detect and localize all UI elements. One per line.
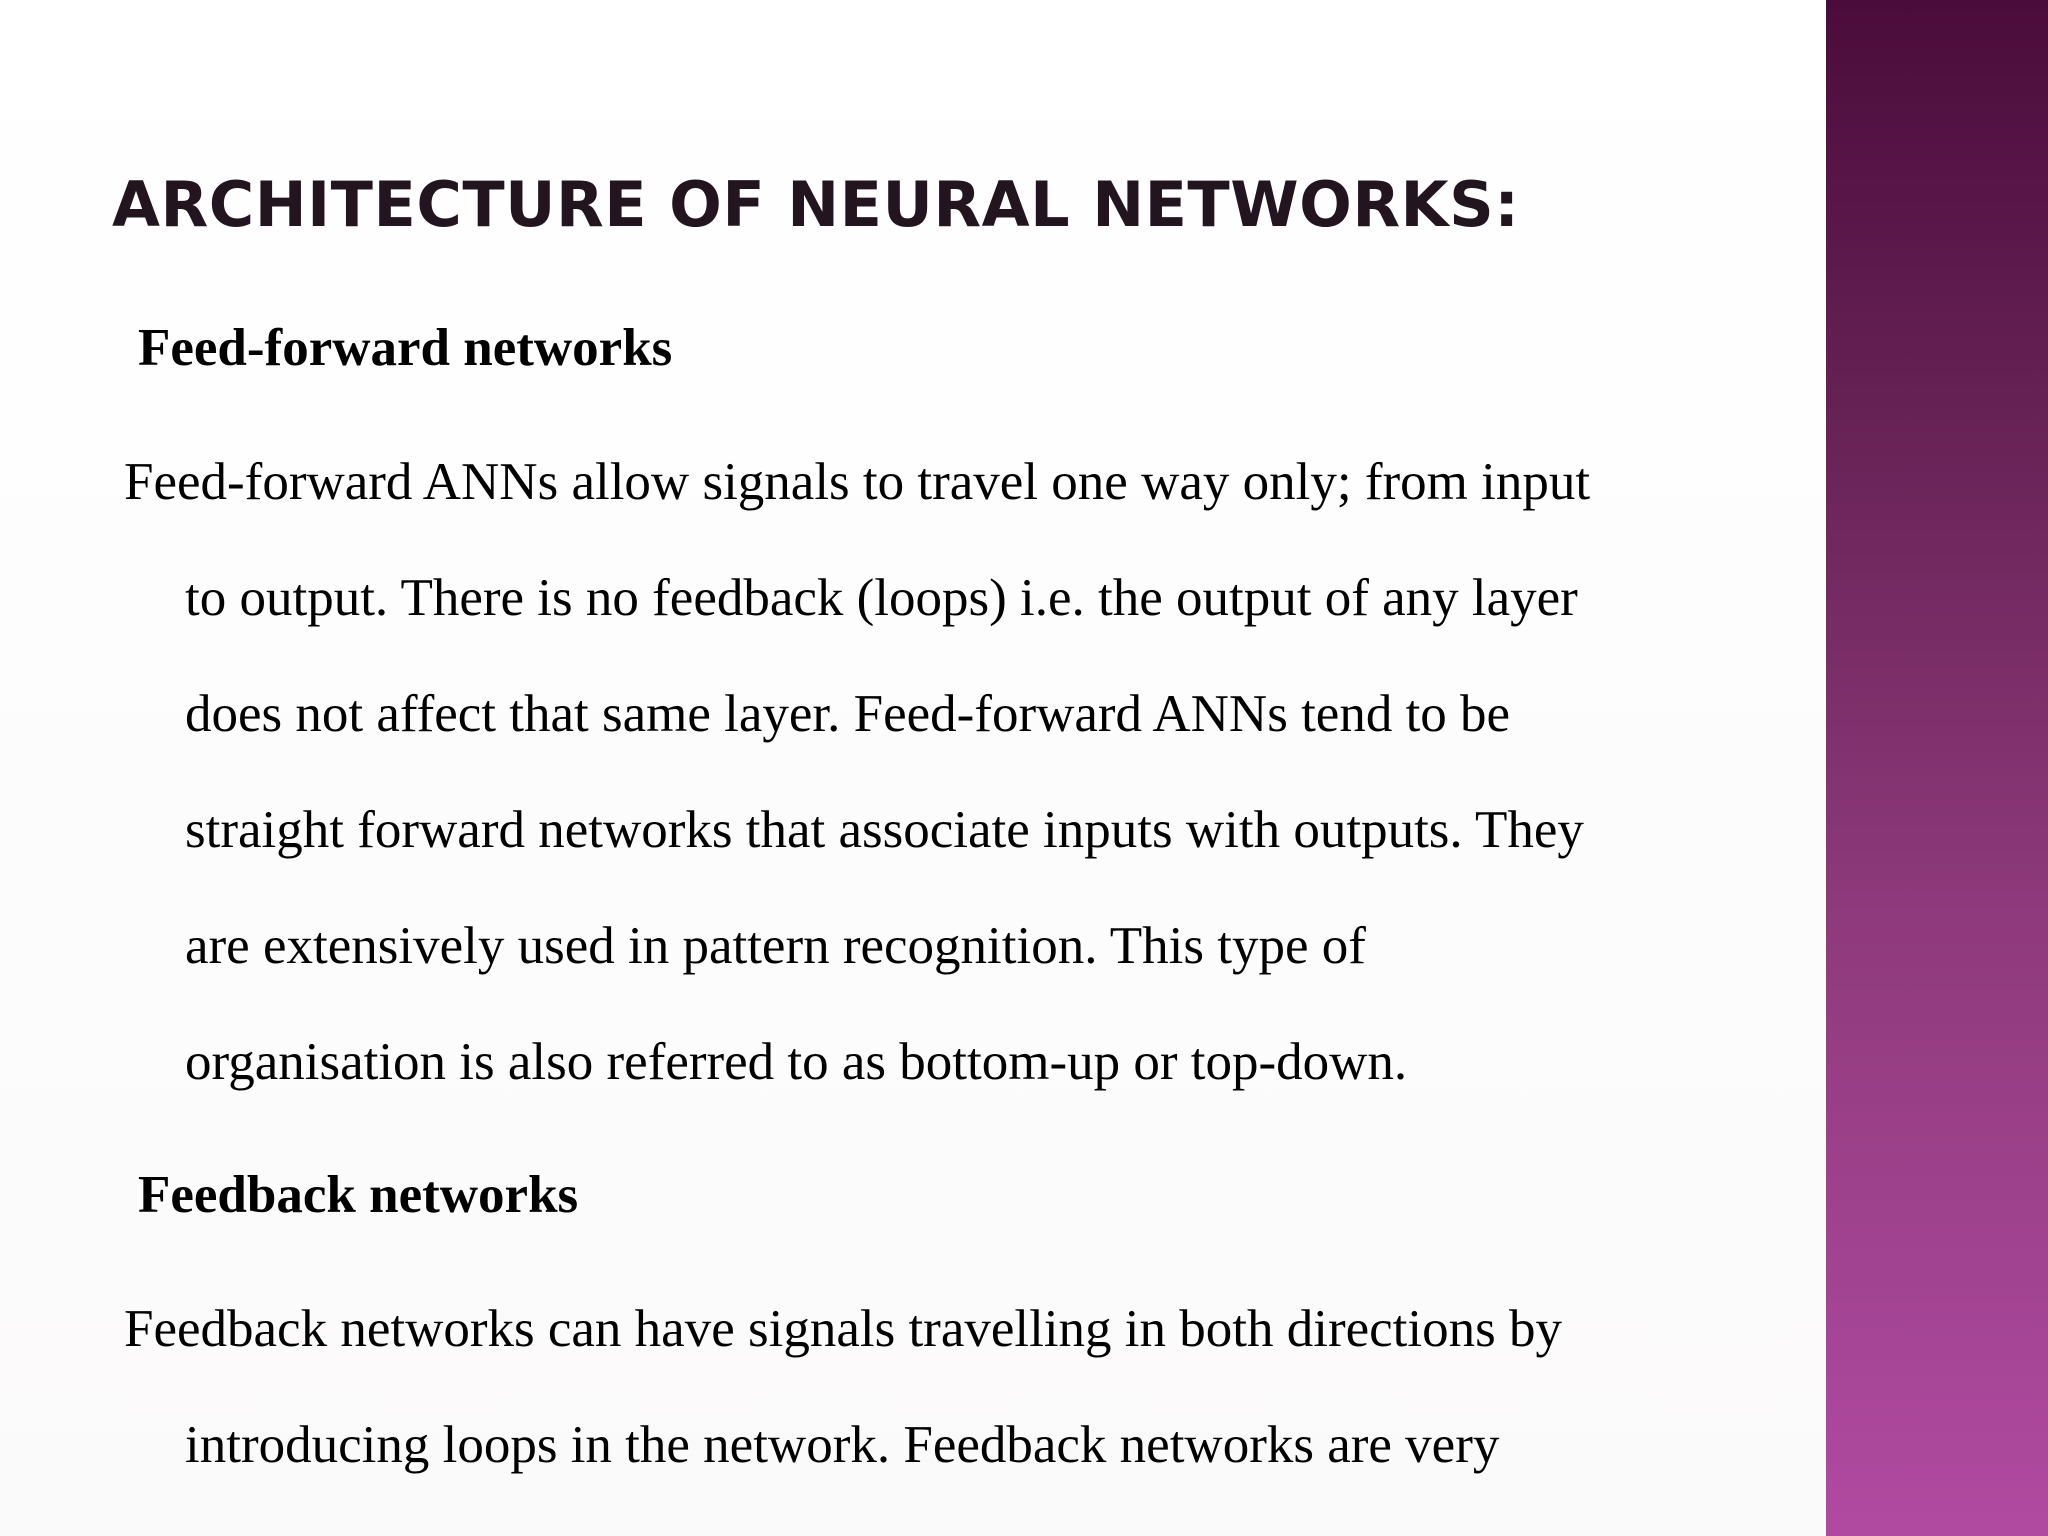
section-heading-feedback: Feedback networks (138, 1166, 579, 1224)
paragraph-line: straight forward networks that associate… (185, 801, 1584, 859)
section-heading-feed-forward: Feed-forward networks (138, 319, 673, 377)
paragraph-line: organisation is also referred to as bott… (185, 1033, 1408, 1091)
slide-title: ARCHITECTURE OF NEURAL NETWORKS: (112, 168, 1520, 241)
decorative-sidebar (1826, 0, 2048, 1536)
paragraph-line: Feed-forward ANNs allow signals to trave… (124, 453, 1591, 511)
paragraph-line: does not affect that same layer. Feed-fo… (185, 685, 1511, 743)
paragraph-line: to output. There is no feedback (loops) … (185, 569, 1578, 627)
paragraph-line: introducing loops in the network. Feedba… (185, 1416, 1500, 1474)
paragraph-line: Feedback networks can have signals trave… (124, 1300, 1562, 1358)
paragraph-line: are extensively used in pattern recognit… (185, 917, 1366, 975)
slide-content-area: ARCHITECTURE OF NEURAL NETWORKS: Feed-fo… (0, 0, 1826, 1536)
